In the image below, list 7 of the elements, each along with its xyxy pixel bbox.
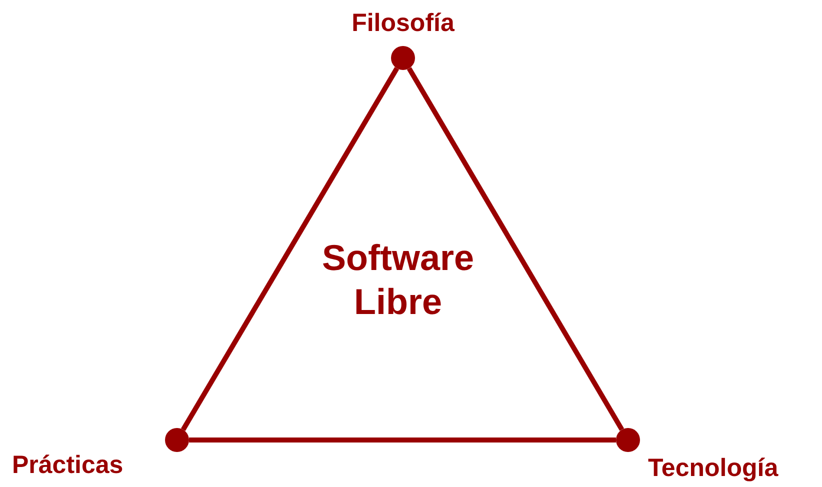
connector-line bbox=[189, 438, 616, 442]
connector-line bbox=[180, 67, 400, 431]
vertex-label: Prácticas bbox=[12, 450, 124, 480]
connector-line bbox=[406, 67, 624, 431]
vertex-label: Filosofía bbox=[350, 8, 456, 38]
vertex-label: Tecnología bbox=[648, 453, 780, 483]
center-title: Software Libre bbox=[320, 236, 476, 324]
